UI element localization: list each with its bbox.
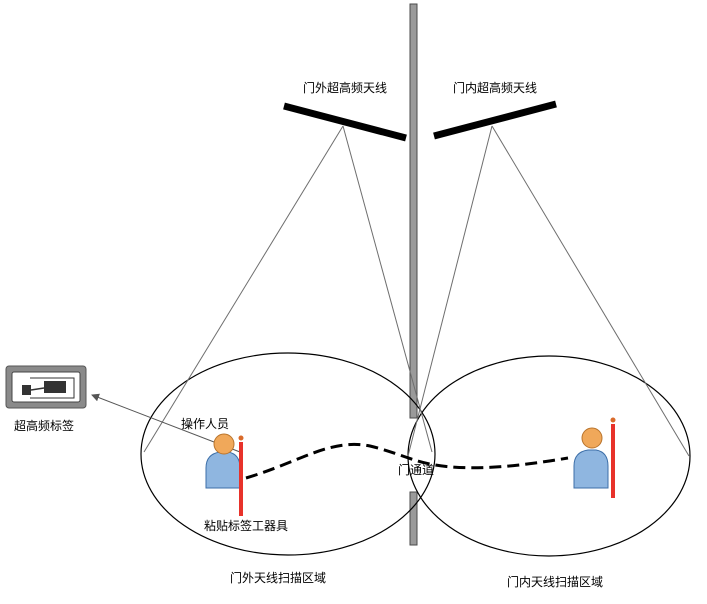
movement-path: [245, 442, 569, 480]
inner-person-icon: [573, 427, 609, 489]
inner-scan-area-label: 门内天线扫描区域: [507, 574, 603, 589]
tag-tool-label: 粘贴标签工器具: [204, 518, 288, 533]
door-pole-upper: [409, 3, 418, 419]
operator-label: 操作人员: [181, 416, 229, 431]
outer-scan-area-label: 门外天线扫描区域: [230, 570, 326, 585]
inner-antenna-cone: [407, 125, 690, 457]
outer-antenna-label: 门外超高频天线: [303, 80, 387, 95]
door-pole-lower: [409, 491, 418, 546]
uhf-tag-label: 超高频标签: [14, 418, 74, 433]
inner-tag-tool-icon: [610, 417, 616, 498]
inner-antenna-label: 门内超高频天线: [453, 80, 537, 95]
outer-antenna: [283, 102, 407, 142]
inner-antenna: [433, 100, 557, 140]
uhf-tag-icon: [5, 365, 87, 409]
operator-person-icon: [205, 433, 241, 489]
outer-scan-area-ellipse: [140, 352, 436, 556]
door-passage-label: 门通道: [398, 462, 434, 477]
outer-antenna-cone: [143, 125, 433, 453]
tag-tool-icon: [238, 435, 244, 516]
